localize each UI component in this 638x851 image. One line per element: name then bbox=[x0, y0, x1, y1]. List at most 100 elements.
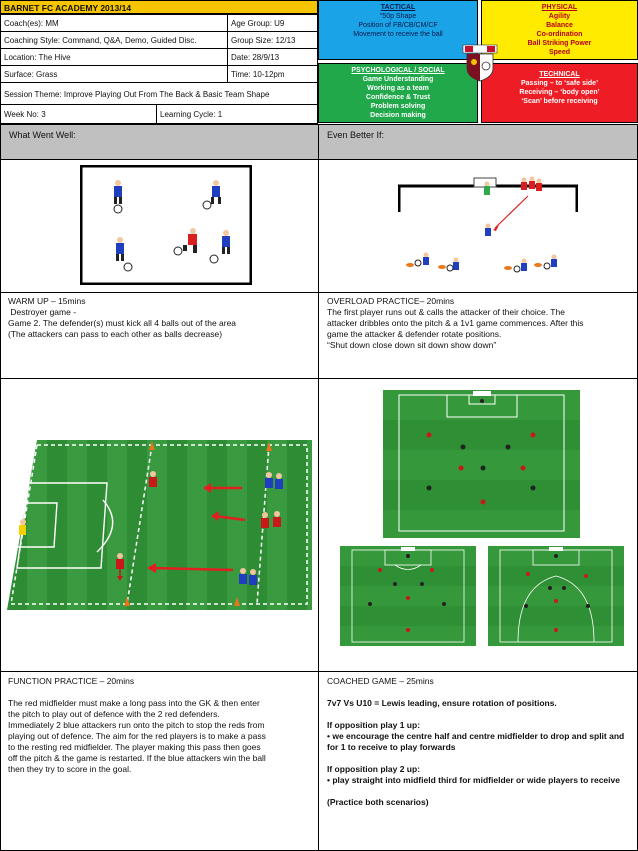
red-player-icon bbox=[521, 177, 527, 190]
age-group-field: Age Group: U9 bbox=[227, 14, 318, 32]
blue-player-icon bbox=[249, 569, 257, 585]
function-title: FUNCTION PRACTICE – 20mins bbox=[8, 676, 135, 686]
overload-line: “Shut down close down sit down show down… bbox=[327, 340, 497, 350]
blue-player-icon bbox=[423, 252, 429, 265]
overload-title: OVERLOAD PRACTICE– 20mins bbox=[327, 296, 455, 306]
black-player-icon bbox=[368, 602, 372, 606]
red-player-icon bbox=[536, 178, 542, 191]
function-text: FUNCTION PRACTICE – 20mins The red midfi… bbox=[8, 676, 316, 775]
psychological-title: PSYCHOLOGICAL / SOCIAL bbox=[351, 67, 445, 74]
warm-up-line: Game 2. The defender(s) must kick all 4 … bbox=[8, 318, 237, 328]
black-player-icon bbox=[393, 582, 397, 586]
group-size-field: Group Size: 12/13 bbox=[227, 31, 318, 49]
overload-line: The first player runs out & calls the at… bbox=[327, 307, 565, 317]
cone-icon bbox=[149, 441, 155, 450]
black-player-icon bbox=[426, 485, 432, 491]
blue-player-icon bbox=[275, 473, 283, 489]
red-player-icon bbox=[526, 572, 530, 576]
function-line: then they try to score in the goal. bbox=[8, 764, 132, 774]
red-player-icon bbox=[584, 574, 588, 578]
red-player-icon bbox=[183, 228, 197, 253]
black-player-icon bbox=[548, 586, 552, 590]
tactical-box: TACTICAL "50p Shape Position of FB/CB/CM… bbox=[318, 0, 478, 60]
red-player-icon bbox=[458, 465, 464, 471]
coached-game-diagram-main bbox=[383, 390, 580, 538]
psychological-box: PSYCHOLOGICAL / SOCIAL Game Understandin… bbox=[318, 63, 478, 123]
warm-up-title: WARM UP – 15mins bbox=[8, 296, 86, 306]
tactical-line: Movement to receive the ball bbox=[353, 31, 443, 38]
gk-icon bbox=[19, 519, 26, 535]
overload-line: game the attacker & defender rotate posi… bbox=[327, 329, 502, 339]
location-field: Location: The Hive bbox=[0, 48, 228, 66]
red-player-icon bbox=[406, 596, 410, 600]
psychological-line: Decision making bbox=[370, 112, 426, 119]
coached-game-if1: If opposition play 1 up: bbox=[327, 720, 421, 730]
technical-line: Passing – to ‘safe side’ bbox=[520, 80, 599, 87]
warm-up-line: (The attackers can pass to each other as… bbox=[8, 329, 223, 339]
black-player-icon bbox=[505, 444, 511, 450]
red-player-icon bbox=[273, 511, 281, 527]
blue-player-icon bbox=[116, 237, 124, 261]
overload-line: attacker dribbles onto the pitch & a 1v1… bbox=[327, 318, 584, 328]
overload-diagram bbox=[398, 176, 578, 273]
coaches-field: Coach(es): MM bbox=[0, 14, 228, 32]
gk-icon bbox=[480, 399, 484, 403]
red-player-icon bbox=[520, 465, 526, 471]
date-field: Date: 28/9/13 bbox=[227, 48, 318, 66]
physical-box: PHYSICAL Agility Balance Co-ordination B… bbox=[481, 0, 638, 60]
gk-icon bbox=[406, 554, 410, 558]
coached-game-line: 7v7 Vs U10 = Lewis leading, ensure rotat… bbox=[327, 698, 557, 708]
black-player-icon bbox=[586, 604, 590, 608]
blue-player-icon bbox=[265, 472, 273, 488]
black-player-icon bbox=[562, 586, 566, 590]
warm-up-diagram bbox=[80, 165, 252, 285]
week-no-field: Week No: 3 bbox=[0, 104, 157, 124]
overload-text: OVERLOAD PRACTICE– 20mins The first play… bbox=[327, 296, 635, 351]
psychological-line: Problem solving bbox=[370, 103, 426, 110]
technical-line: ‘Scan’ before receiving bbox=[521, 98, 598, 105]
time-field: Time: 10-12pm bbox=[227, 65, 318, 83]
gk-icon bbox=[484, 181, 490, 195]
function-line: playing out of defence. The aim for the … bbox=[8, 731, 266, 741]
coached-game-if2: If opposition play 2 up: bbox=[327, 764, 421, 774]
function-line: to the resting red midfielder. The playe… bbox=[8, 742, 261, 752]
tactical-line: "50p Shape bbox=[379, 13, 417, 20]
red-player-icon bbox=[554, 599, 558, 603]
red-player-icon bbox=[530, 432, 536, 438]
red-player-icon bbox=[480, 499, 486, 505]
gk-icon bbox=[554, 554, 558, 558]
blue-player-icon bbox=[211, 180, 221, 204]
red-player-icon bbox=[554, 628, 558, 632]
psychological-line: Game Understanding bbox=[362, 76, 434, 83]
red-player-icon bbox=[406, 628, 410, 632]
surface-field: Surface: Grass bbox=[0, 65, 228, 83]
black-player-icon bbox=[460, 444, 466, 450]
club-crest-icon bbox=[462, 44, 498, 82]
black-player-icon bbox=[524, 604, 528, 608]
blue-player-icon bbox=[485, 223, 491, 236]
coached-game-text: COACHED GAME – 25mins 7v7 Vs U10 = Lewis… bbox=[327, 676, 633, 808]
coached-game-if1-detail: • we encourage the centre half and centr… bbox=[327, 731, 627, 752]
even-better-label: Even Better If: bbox=[327, 130, 385, 140]
physical-line: Speed bbox=[548, 49, 570, 56]
cone-icon bbox=[124, 597, 130, 606]
tactical-title: TACTICAL bbox=[380, 4, 416, 11]
cone-icon bbox=[234, 597, 240, 606]
function-line: off the pitch & the game is restarted. I… bbox=[8, 753, 266, 763]
red-player-icon bbox=[116, 553, 124, 569]
coached-game-title: COACHED GAME – 25mins bbox=[327, 676, 434, 686]
blue-player-icon bbox=[453, 257, 459, 270]
physical-line: Ball Striking Power bbox=[527, 40, 592, 47]
warm-up-text: WARM UP – 15mins Destroyer game - Game 2… bbox=[8, 296, 314, 340]
tactical-line: Position of FB/CB/CM/CF bbox=[358, 22, 438, 29]
red-player-icon bbox=[426, 432, 432, 438]
coached-game-diagram-left bbox=[340, 546, 476, 646]
red-player-icon bbox=[261, 512, 269, 528]
black-player-icon bbox=[420, 582, 424, 586]
went-well-box bbox=[0, 124, 319, 160]
function-line: the pitch to play out of defence with th… bbox=[8, 709, 220, 719]
black-player-icon bbox=[480, 465, 486, 471]
physical-line: Agility bbox=[548, 13, 571, 20]
psychological-line: Confidence & Trust bbox=[365, 94, 431, 101]
red-player-icon bbox=[529, 176, 535, 189]
